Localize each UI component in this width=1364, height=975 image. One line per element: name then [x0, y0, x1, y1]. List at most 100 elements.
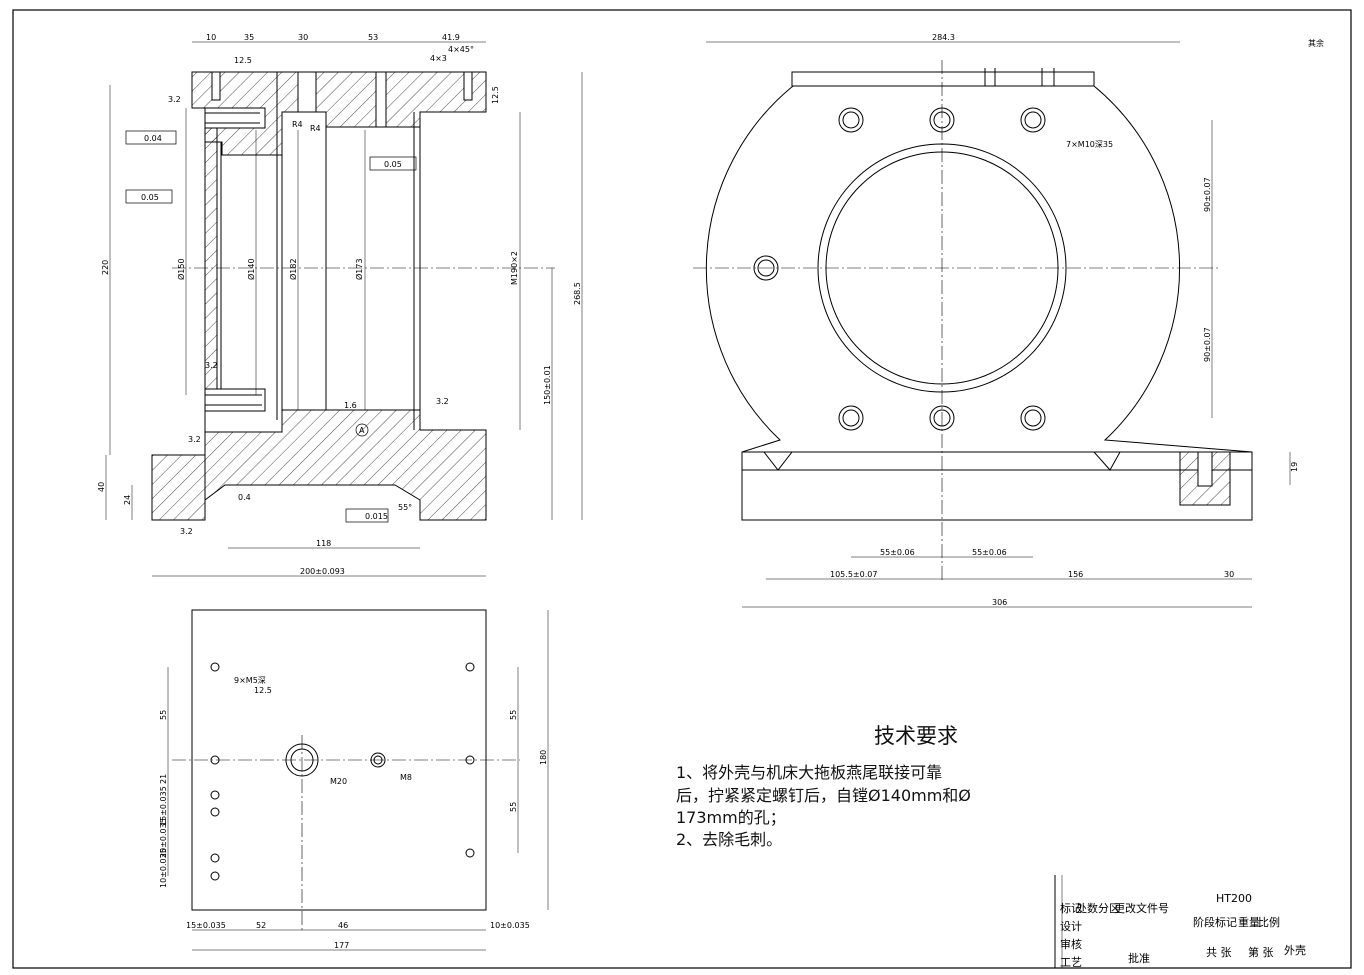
- hole-br: [1020, 405, 1046, 431]
- dim-h-19: 19: [1290, 462, 1299, 472]
- dim-b-46: 46: [338, 921, 348, 930]
- tech-title: 技术要求: [874, 724, 958, 748]
- plan-dims: 9×M5深 12.5 M20 M8 55 55 55 180 15±0.035 …: [159, 676, 548, 950]
- dim-v180: 180: [539, 750, 548, 765]
- dim-b-52: 52: [256, 921, 266, 930]
- dim-holes9: 9×M5深: [234, 676, 266, 685]
- dim-l-35b: 20±0.035: [159, 818, 168, 858]
- dim-l-10: 10±0.035: [159, 848, 168, 888]
- dim-v55b: 55: [509, 710, 518, 720]
- dim-r4b: R4: [310, 124, 321, 133]
- tech-line-2: 后，拧紧紧定螺钉后，自镗Ø140mm和Ø: [676, 786, 971, 805]
- tb-c8: 批准: [1128, 951, 1150, 965]
- dim-b-177: 177: [334, 941, 349, 950]
- hole-bl: [838, 405, 864, 431]
- dim-b-10: 10±0.035: [490, 921, 530, 930]
- dim-w-306: 306: [992, 598, 1007, 607]
- dim-w-55a: 55±0.06: [880, 548, 915, 557]
- rough-12-5b: 12.5: [491, 86, 500, 104]
- tb-c5: 设计: [1060, 920, 1082, 933]
- dim-w-284: 284.3: [932, 33, 955, 42]
- dim-depth: 12.5: [254, 686, 272, 695]
- base-plate: [741, 451, 1253, 521]
- tol-0-04: 0.04: [144, 134, 162, 143]
- tech-line-3: 173mm的孔；: [676, 808, 786, 827]
- top-lug: [791, 71, 1095, 87]
- dim-chamfer-a: 4×45°: [448, 45, 474, 54]
- drawing-border: [12, 9, 1352, 969]
- dim-chamfer-b: 4×3: [430, 54, 447, 63]
- dim-m20: M20: [330, 777, 347, 786]
- tb-c13: 第 张: [1248, 945, 1274, 959]
- tech-line-1: 1、将外壳与机床大拖板燕尾联接可靠: [676, 763, 943, 782]
- body-outline: [705, 85, 1253, 453]
- dim-b-15: 15±0.035: [186, 921, 226, 930]
- tb-c4: 更改文件号: [1114, 901, 1169, 915]
- dim-h-150: 150±0.01: [543, 365, 552, 405]
- tb-c11: 比例: [1258, 915, 1280, 929]
- dim-thread-m190: M190×2: [510, 251, 519, 285]
- dim-l-35a: 15±0.035: [159, 786, 168, 826]
- tb-c1: 标记: [1060, 901, 1082, 915]
- dim-v55a: 55: [159, 710, 168, 720]
- dim-v-90b: 90±0.07: [1203, 327, 1212, 362]
- tol-0-05a: 0.05: [141, 193, 159, 202]
- dim-h-24: 24: [123, 495, 132, 505]
- dim-top-e: 41.9: [442, 33, 460, 42]
- dim-w-30: 30: [1224, 570, 1234, 579]
- rough-3-2e: 3.2: [436, 397, 449, 406]
- tb-c12: 共 张: [1206, 946, 1232, 959]
- plan-view: [167, 609, 549, 951]
- title-block: [1054, 875, 1063, 968]
- tech-line-4: 2、去除毛刺。: [676, 830, 783, 849]
- dim-r4a: R4: [292, 120, 303, 129]
- rough-1-6: 1.6: [344, 401, 357, 410]
- hole-tr: [1020, 107, 1046, 133]
- tol-0-05b: 0.05: [384, 160, 402, 169]
- dim-dia-182: Ø182: [288, 258, 298, 280]
- dim-dia-173: Ø173: [354, 258, 364, 280]
- dim-w-55b: 55±0.06: [972, 548, 1007, 557]
- dim-w-200: 200±0.093: [300, 567, 345, 576]
- dim-dia-140: Ø140: [246, 258, 256, 280]
- tb-c10: 重量: [1238, 915, 1260, 929]
- tb-part-name: 外壳: [1284, 943, 1306, 957]
- tb-material: HT200: [1216, 892, 1252, 905]
- dim-h-40: 40: [97, 482, 106, 492]
- datum-a: A: [359, 426, 365, 435]
- dim-w-156: 156: [1068, 570, 1083, 579]
- tb-c9: 阶段标记: [1193, 915, 1237, 929]
- front-dims: 284.3 7×M10深35 90±0.07 90±0.07 19 55±0.0…: [830, 33, 1324, 607]
- dim-w-118: 118: [316, 539, 331, 548]
- dim-v-90a: 90±0.07: [1203, 177, 1212, 212]
- tb-c6: 审核: [1060, 937, 1082, 951]
- dim-dia-150: Ø150: [176, 258, 186, 280]
- dim-top-c: 30: [298, 33, 308, 42]
- front-view: [693, 41, 1291, 608]
- note-other: 其余: [1308, 38, 1324, 48]
- hole-tl: [838, 107, 864, 133]
- dim-v55c: 55: [509, 802, 518, 812]
- section-view: [105, 41, 583, 577]
- rough-3-2a: 3.2: [168, 95, 181, 104]
- rough-0-4: 0.4: [238, 493, 251, 502]
- dim-m8: M8: [400, 773, 412, 782]
- dim-top-b: 35: [244, 33, 254, 42]
- title-block-text: HT200 外壳 标记 处数 分区 更改文件号 设计 审核 工艺 批准 阶段标记…: [1060, 892, 1306, 969]
- small-holes: [210, 662, 475, 881]
- tol-0-015: 0.015: [365, 512, 388, 521]
- rough-3-2c: 3.2: [205, 361, 218, 370]
- dim-top-a: 10: [206, 33, 216, 42]
- rough-3-2d: 3.2: [188, 435, 201, 444]
- dim-l-21: 21: [159, 774, 168, 784]
- dim-w-105: 105.5±0.07: [830, 570, 877, 579]
- tb-c7: 工艺: [1060, 956, 1082, 969]
- rough-3-2b: 3.2: [180, 527, 193, 536]
- rough-12-5a: 12.5: [234, 56, 252, 65]
- base-section: [151, 409, 487, 521]
- tb-c3: 分区: [1098, 902, 1120, 915]
- dim-angle-55: 55°: [398, 503, 412, 512]
- dim-height-220: 220: [101, 260, 110, 275]
- tb-c2: 处数: [1076, 902, 1098, 915]
